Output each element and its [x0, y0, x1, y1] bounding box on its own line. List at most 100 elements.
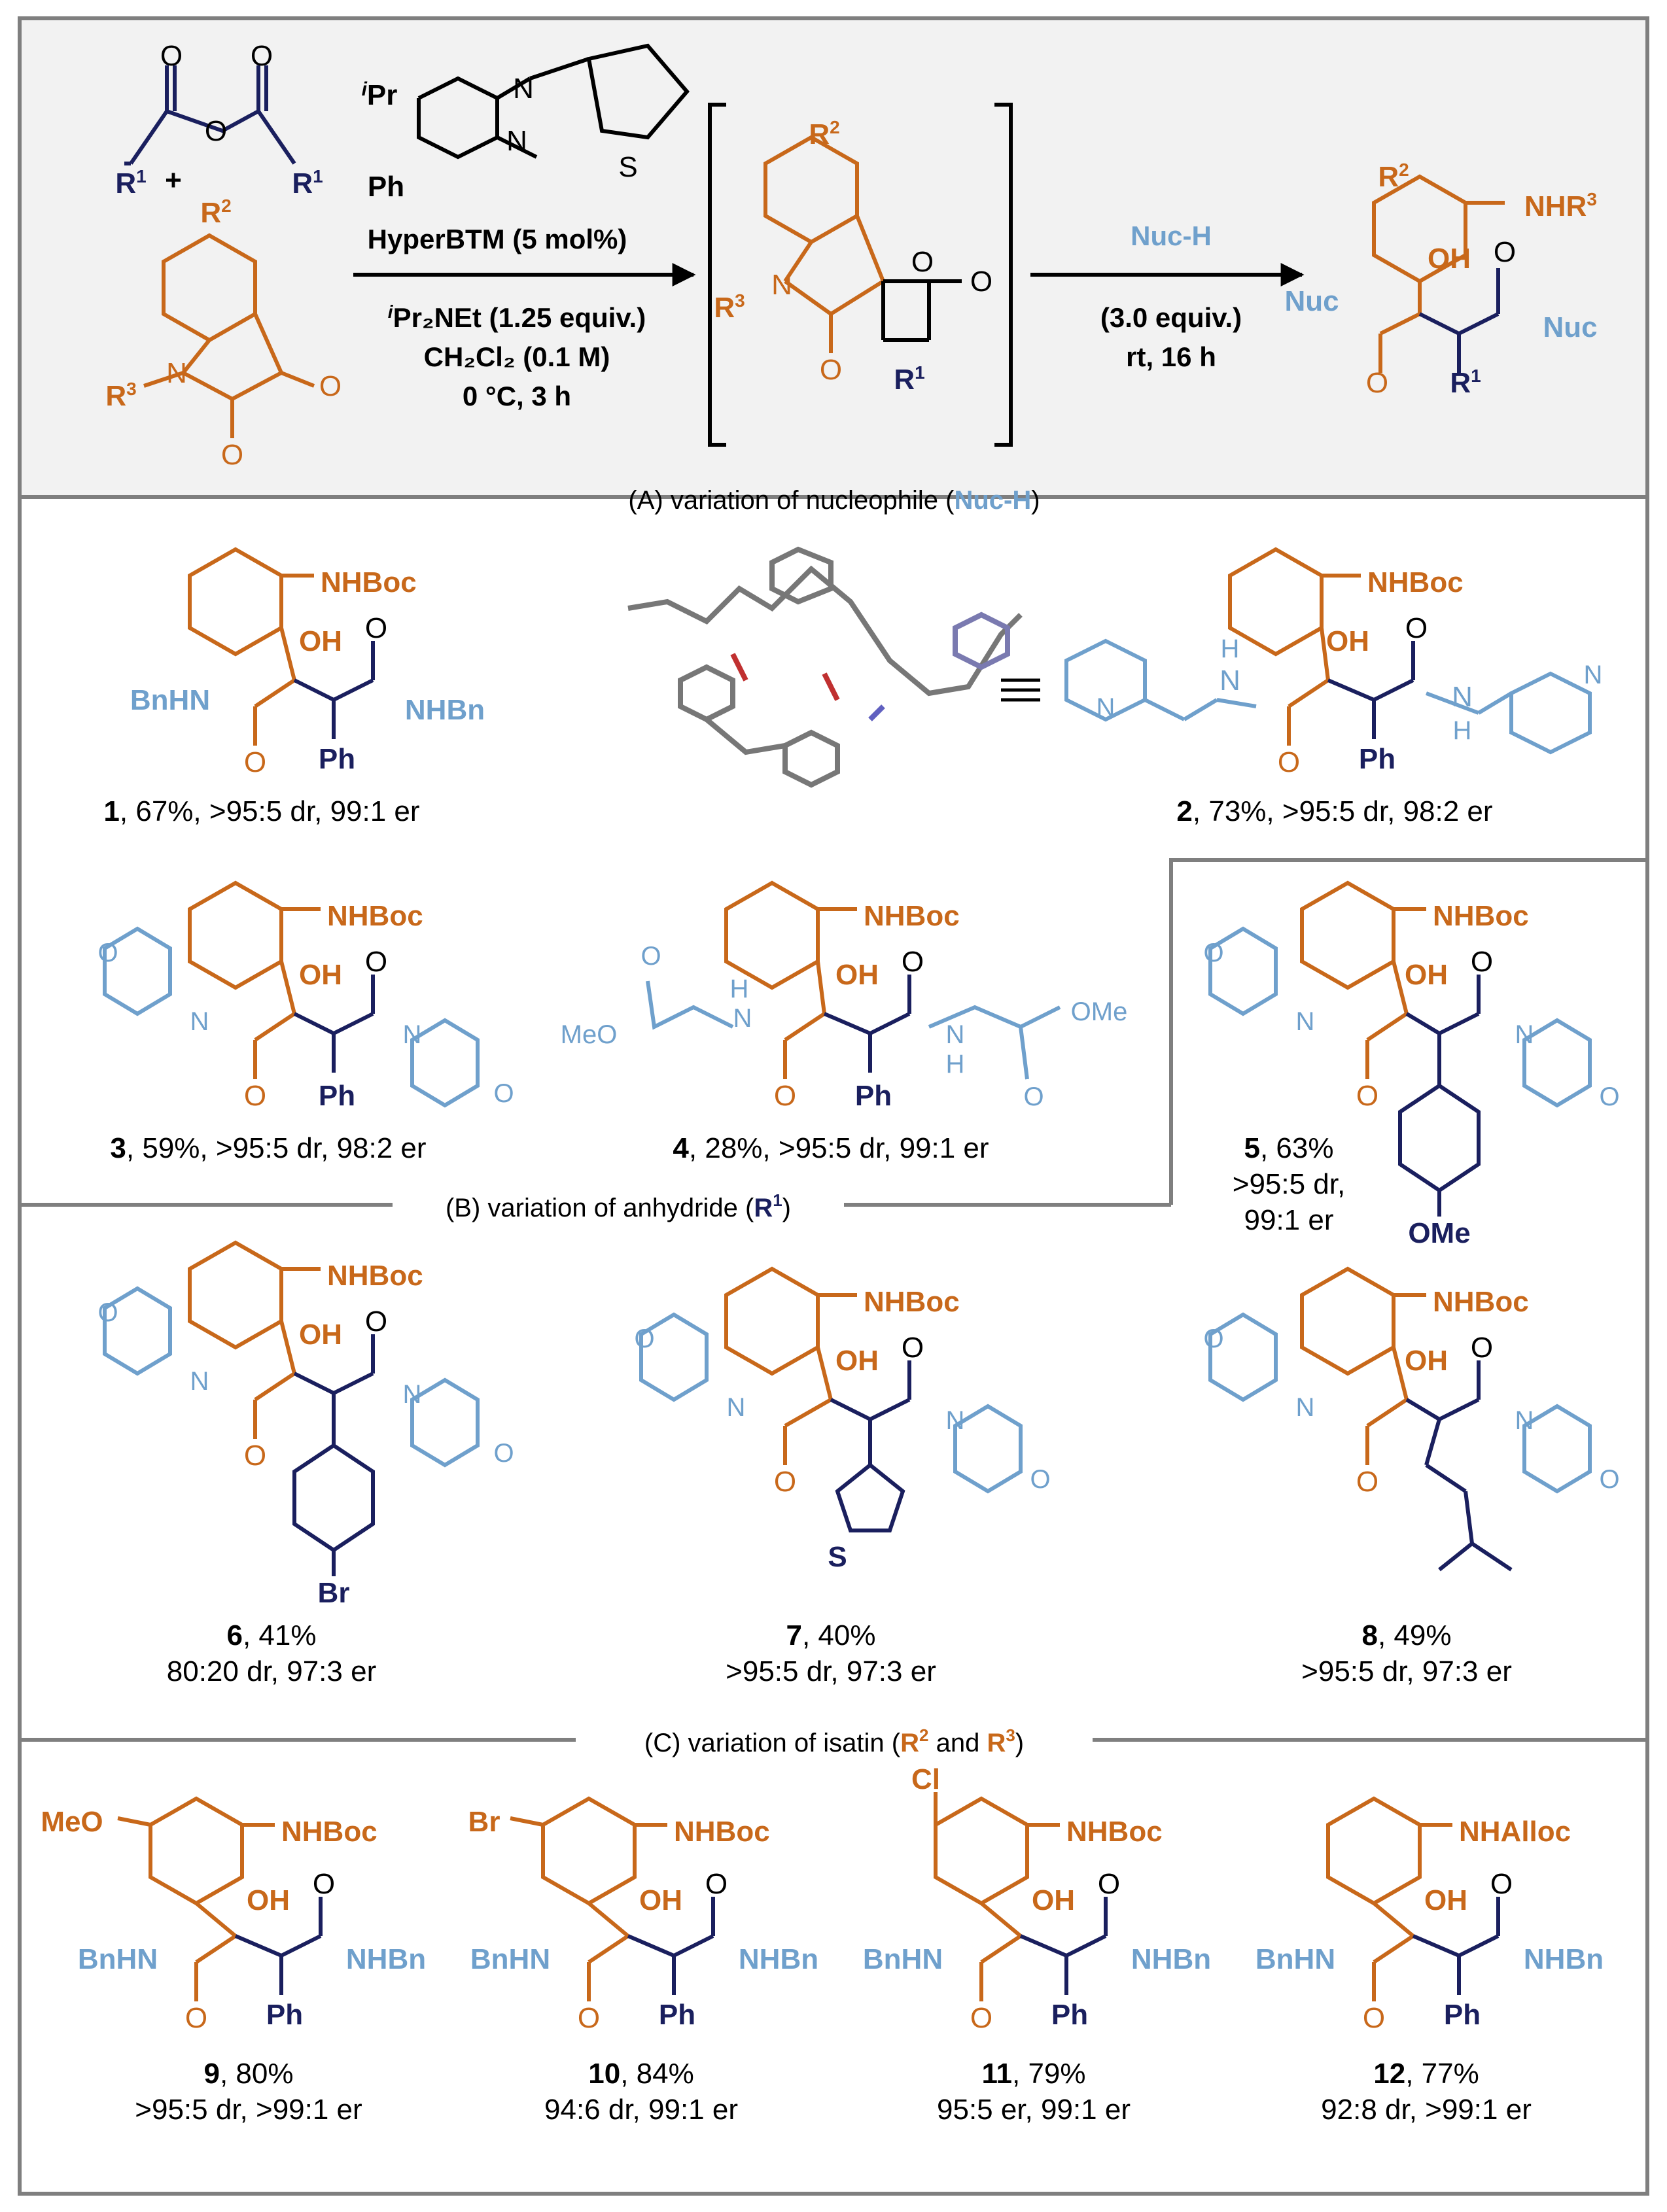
compound-7-top-group: NHBoc — [864, 1286, 960, 1318]
compound-5-label: 5, 63% — [1244, 1132, 1334, 1164]
compound-11-oh: OH — [1032, 1884, 1075, 1916]
catalyst-n-ring: N — [506, 125, 527, 157]
compound-7-morph-o-right: O — [1030, 1465, 1050, 1494]
compound-6-morph-o-right: O — [493, 1439, 514, 1468]
anhydride-o-left: O — [160, 40, 183, 72]
compound-1-amide-left: BnHN — [130, 684, 210, 716]
catalyst-name: HyperBTM (5 mol%) — [368, 224, 627, 254]
header-panel — [18, 16, 1649, 499]
compound-9-top-group: NHBoc — [281, 1816, 377, 1848]
section-a-title: (A) variation of nucleophile (Nuc-H) — [628, 486, 1040, 515]
compound-9-oh: OH — [247, 1884, 290, 1916]
conditions-1: 0 °C, 3 h — [463, 381, 571, 411]
base-label: iPr₂NEt (1.25 equiv.) — [388, 302, 646, 333]
compound-2-n-left: N — [1220, 665, 1240, 697]
compound-9-o-right: O — [313, 1868, 335, 1900]
hyperbtm-structure — [417, 43, 690, 160]
compound-6-o-right: O — [365, 1305, 387, 1338]
compound-12-oh: OH — [1424, 1884, 1467, 1916]
compound-10-label-dr: 94:6 dr, 99:1 er — [544, 2094, 738, 2126]
compound-10-label: 10, 84% — [588, 2058, 693, 2090]
solvent-label: CH₂Cl₂ (0.1 M) — [424, 341, 610, 372]
compound-4-ester-right: OMe — [1071, 997, 1128, 1026]
compound-8-morph-o-left: O — [1203, 1324, 1223, 1353]
product-general-nhr3: NHR3 — [1524, 189, 1597, 222]
compound-2-pyridine-n-left: N — [1097, 693, 1115, 722]
compound-2-top-group: NHBoc — [1367, 566, 1464, 598]
compound-11-amide-left: BnHN — [863, 1943, 943, 1975]
intermediate-r2: R2 — [809, 117, 839, 150]
product-general-nuc-right: Nuc — [1543, 311, 1597, 343]
compound-5-morph-o-left: O — [1203, 939, 1223, 967]
compound-7-label-dr: >95:5 dr, 97:3 er — [726, 1655, 936, 1687]
compound-5-r1: OMe — [1408, 1217, 1470, 1249]
compound-4-structure — [646, 880, 1061, 1080]
compound-5-label-dr: >95:5 dr, — [1233, 1168, 1345, 1200]
intermediate-bracket-left — [708, 103, 726, 447]
compound-9-structure — [117, 1796, 323, 2001]
compound-5-oh: OH — [1405, 959, 1448, 991]
compound-2-label: 2, 73%, >95:5 dr, 98:2 er — [1176, 795, 1492, 827]
intermediate-structure — [763, 135, 885, 353]
compound-10-o-right: O — [705, 1868, 728, 1900]
intermediate-n: N — [771, 269, 792, 301]
compound-9-r1: Ph — [266, 1999, 303, 2031]
compound-9-sub: MeO — [41, 1806, 103, 1838]
compound-8-morph-n-left: N — [1296, 1393, 1315, 1422]
product-general-o-bottom: O — [1366, 367, 1388, 399]
compound-3-label: 3, 59%, >95:5 dr, 98:2 er — [110, 1132, 426, 1164]
compound-2-r1: Ph — [1359, 743, 1395, 775]
compound-3-r1: Ph — [319, 1080, 355, 1112]
intermediate-bracket-right — [994, 103, 1013, 447]
section-b-title: (B) variation of anhydride (R1) — [446, 1190, 791, 1222]
product-general-backbone — [1418, 268, 1500, 373]
compound-4-oh: OH — [835, 959, 879, 991]
compound-8-o-right: O — [1471, 1332, 1493, 1364]
compound-11-structure — [934, 1792, 1108, 2001]
compound-5-o-bottom: O — [1356, 1080, 1378, 1112]
compound-8-oh: OH — [1405, 1345, 1448, 1377]
anhydride-r1-right: R1 — [292, 166, 323, 199]
compound-8-top-group: NHBoc — [1433, 1286, 1529, 1318]
compound-6-structure — [103, 1240, 480, 1576]
compound-6-morph-o-left: O — [97, 1298, 118, 1327]
compound-7-o-bottom: O — [774, 1466, 796, 1498]
compound-8-o-bottom: O — [1356, 1466, 1378, 1498]
compound-4-o-right: O — [902, 946, 924, 978]
compound-4-ester-o-top: O — [640, 942, 661, 971]
compound-1-o-bottom: O — [244, 746, 266, 778]
plus-sign: + — [165, 164, 182, 196]
compound-3-top-group: NHBoc — [327, 900, 423, 932]
compound-12-amide-left: BnHN — [1255, 1943, 1335, 1975]
product-general-r2: R2 — [1378, 160, 1409, 193]
nuc-label: Nuc-H — [1131, 220, 1212, 251]
compound-6-label-dr: 80:20 dr, 97:3 er — [167, 1655, 376, 1687]
compound-8-label-dr: >95:5 dr, 97:3 er — [1301, 1655, 1512, 1687]
isatin-structure — [143, 233, 315, 438]
compound-6-label: 6, 41% — [227, 1619, 317, 1651]
catalyst-ipr: iPr — [362, 78, 398, 111]
anhydride-structure — [124, 65, 296, 165]
compound-1-amide-right: NHBn — [405, 694, 485, 726]
compound-1-o-right: O — [365, 612, 387, 644]
compound-8-morph-n-right: N — [1515, 1406, 1534, 1435]
compound-2-o-right: O — [1405, 612, 1428, 644]
compound-7-label: 7, 40% — [786, 1619, 876, 1651]
compound-2-pyridine-n-right: N — [1584, 661, 1603, 689]
compound-10-sub: Br — [468, 1806, 500, 1838]
compound-5-morph-n-right: N — [1515, 1020, 1534, 1049]
catalyst-n-bridge: N — [513, 73, 534, 105]
compound-10-amide-right: NHBn — [739, 1943, 818, 1975]
compound-8-structure — [1208, 1266, 1592, 1572]
intermediate-o-carbonyl: O — [970, 266, 992, 298]
compound-12-structure — [1326, 1796, 1500, 2001]
compound-11-label-dr: 95:5 er, 99:1 er — [937, 2094, 1131, 2126]
compound-6-o-bottom: O — [244, 1440, 266, 1472]
compound-9-o-bottom: O — [185, 2002, 207, 2034]
compound-1-top-group: NHBoc — [321, 566, 417, 598]
compound-1-label: 1, 67%, >95:5 dr, 99:1 er — [103, 795, 419, 827]
compound-12-top-group: NHAlloc — [1459, 1816, 1571, 1848]
compound-1-structure — [188, 547, 375, 746]
anhydride-o-bridge: O — [205, 115, 227, 147]
compound-2-h-right: H — [1453, 716, 1472, 745]
